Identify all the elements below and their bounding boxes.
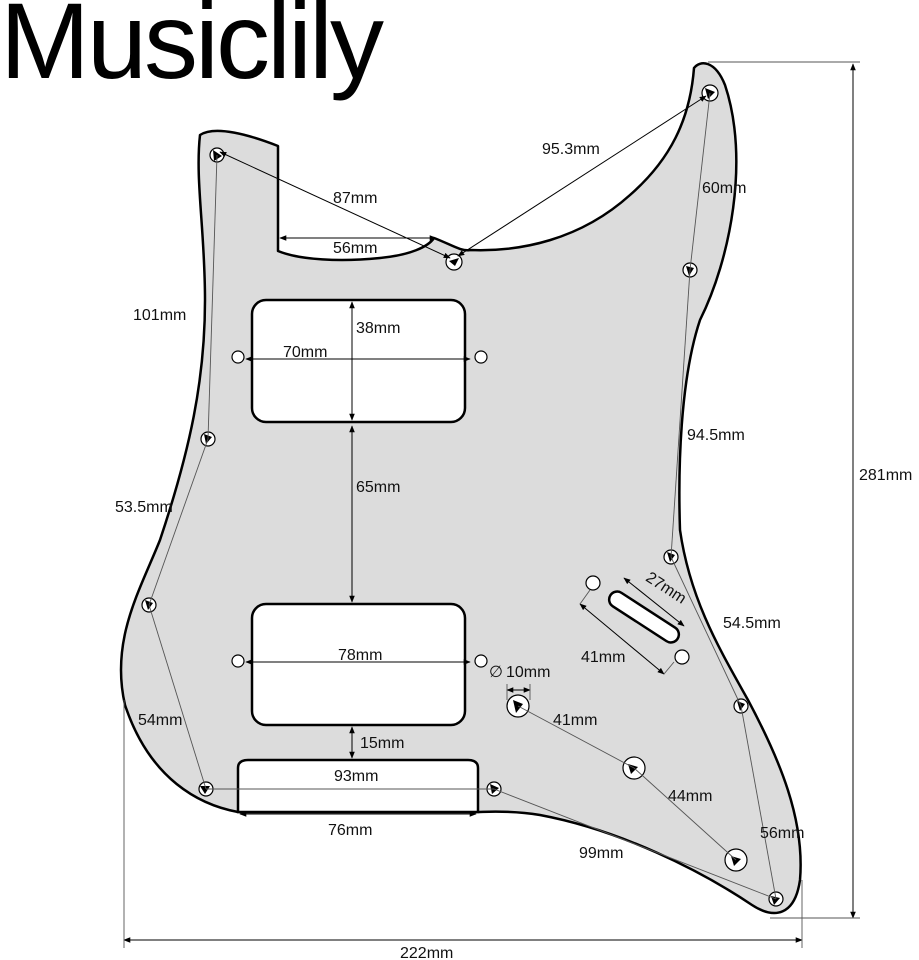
label-44mm: 44mm xyxy=(668,788,712,805)
brand-logo: Musiclily xyxy=(0,0,384,101)
label-87mm: 87mm xyxy=(333,190,377,207)
label-10mm: 10mm xyxy=(506,664,550,681)
label-222mm: 222mm xyxy=(400,945,453,960)
label-54mm: 54mm xyxy=(138,712,182,729)
pickup-mount-hole xyxy=(474,350,488,364)
label-53-5mm: 53.5mm xyxy=(115,499,173,516)
label-99mm: 99mm xyxy=(579,845,623,862)
label-56mm-top: 56mm xyxy=(333,240,377,257)
neck-pickup-cavity xyxy=(250,298,467,424)
label-76mm: 76mm xyxy=(328,822,372,839)
connector-lines xyxy=(148,92,777,900)
label-94-5mm: 94.5mm xyxy=(687,427,745,444)
label-95-3mm: 95.3mm xyxy=(542,141,600,158)
label-93mm: 93mm xyxy=(334,768,378,785)
label-65mm: 65mm xyxy=(356,479,400,496)
label-41mm-jack: 41mm xyxy=(553,712,597,729)
label-15mm: 15mm xyxy=(360,735,404,752)
label-60mm: 60mm xyxy=(702,180,746,197)
label-70mm: 70mm xyxy=(283,344,327,361)
bridge-pickup-cavity xyxy=(250,602,467,727)
label-56mm-right: 56mm xyxy=(760,825,804,842)
switch-mount-hole xyxy=(674,649,690,665)
pickup-mount-hole xyxy=(474,654,488,668)
label-54-5mm: 54.5mm xyxy=(723,615,781,632)
label-38mm: 38mm xyxy=(356,320,400,337)
pickup-mount-hole xyxy=(231,654,245,668)
bridge-cutout xyxy=(236,758,480,814)
diameter-symbol: ∅ xyxy=(489,664,503,681)
label-41mm-slot: 41mm xyxy=(581,649,625,666)
switch-mount-hole xyxy=(585,575,601,591)
label-101mm: 101mm xyxy=(133,307,186,324)
label-78mm: 78mm xyxy=(338,647,382,664)
dimension-arrows xyxy=(123,61,860,948)
label-281mm: 281mm xyxy=(859,467,912,484)
pickup-mount-hole xyxy=(231,350,245,364)
